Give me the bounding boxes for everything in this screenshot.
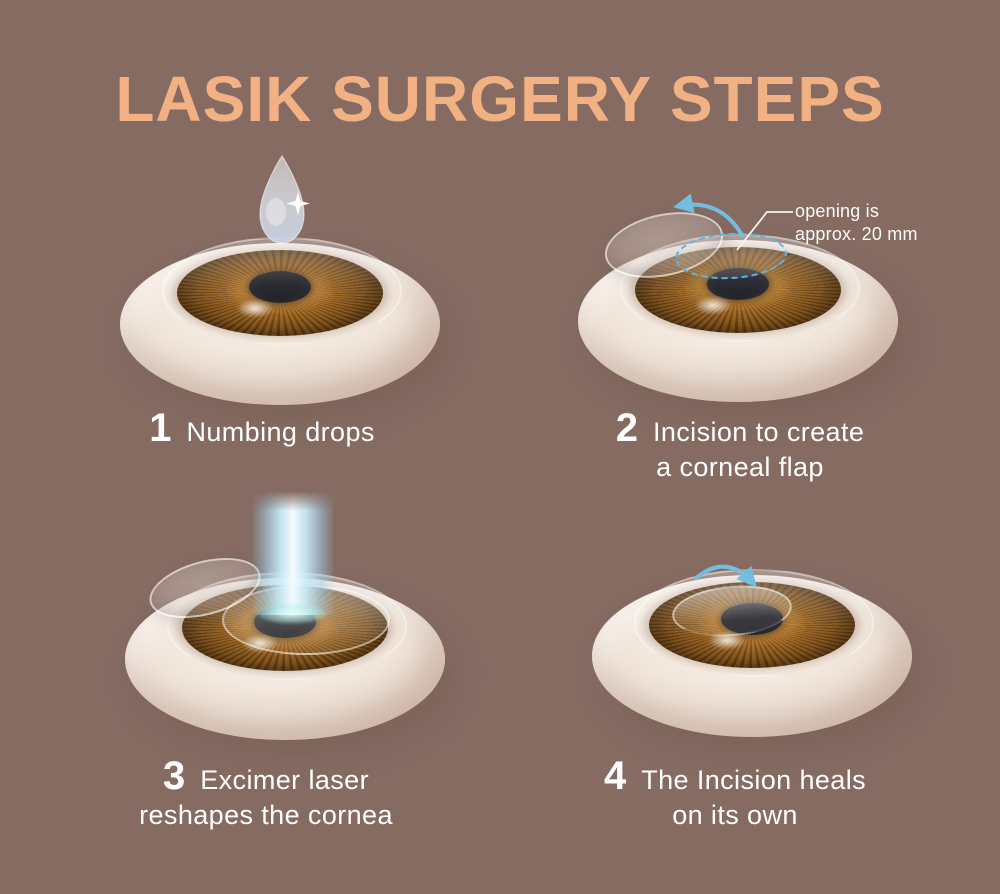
step-4-text-line1: The Incision heals xyxy=(641,765,867,795)
sparkle-icon xyxy=(286,192,310,215)
eye-cornea xyxy=(162,237,402,345)
laser-impact-glow xyxy=(258,604,326,624)
step-4-number: 4 xyxy=(603,754,627,798)
step-2-label: 2 Incision to create a corneal flap xyxy=(590,408,890,483)
annotation-line-1: opening is xyxy=(795,201,880,221)
step-1-label: 1 Numbing drops xyxy=(112,408,412,448)
step-4-label: 4 The Incision heals on its own xyxy=(585,756,885,831)
annotation-line-2: approx. 20 mm xyxy=(795,224,918,244)
eye-illustration-step1 xyxy=(120,237,440,413)
step-3-text-line1: Excimer laser xyxy=(200,765,369,795)
step-3-number: 3 xyxy=(163,754,186,798)
step-2-text-line2: a corneal flap xyxy=(656,452,824,482)
page-title: LASIK SURGERY STEPS xyxy=(115,63,885,135)
opening-annotation: opening is approx. 20 mm xyxy=(795,200,918,246)
step-2-number: 2 xyxy=(615,406,638,450)
eye-illustration-step4 xyxy=(592,569,912,745)
step-4-text-line2: on its own xyxy=(672,800,798,830)
step-2-text-line1: Incision to create xyxy=(652,417,865,447)
step-3-label: 3 Excimer laser reshapes the cornea xyxy=(116,756,416,831)
eye-drop-icon xyxy=(259,154,310,244)
step-3-text-line2: reshapes the cornea xyxy=(139,800,393,830)
laser-beam xyxy=(251,491,335,615)
step-1-number: 1 xyxy=(149,406,172,450)
step-1-text: Numbing drops xyxy=(186,417,375,447)
